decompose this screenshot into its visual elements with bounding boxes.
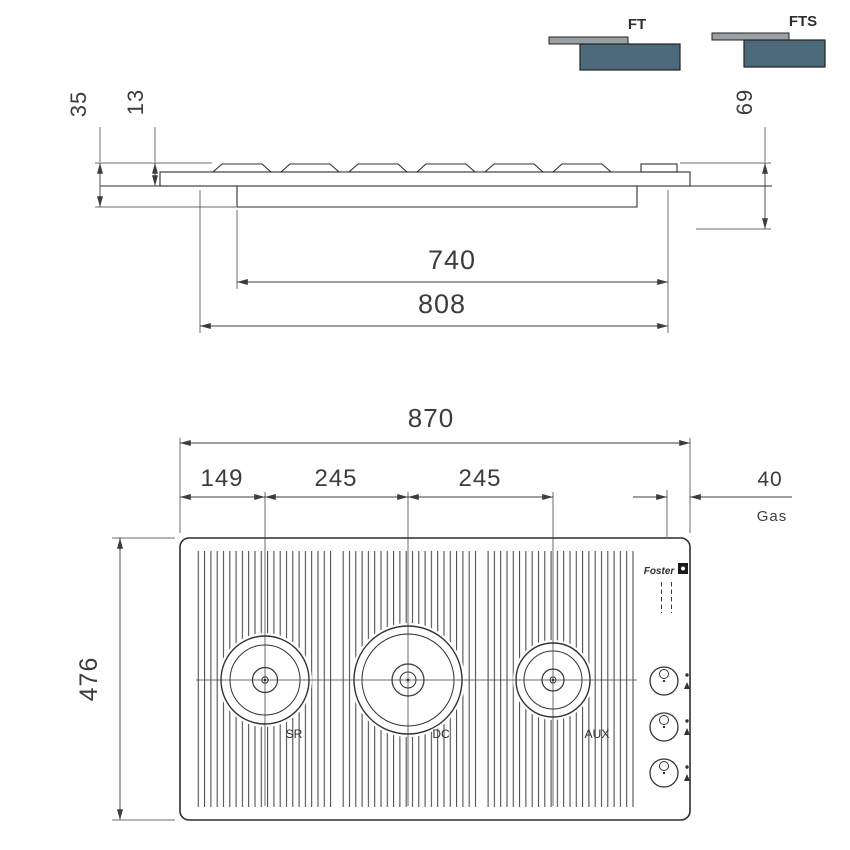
- dim-870: 870: [179, 403, 691, 533]
- foster-logo: Foster: [644, 563, 688, 577]
- flame-min-icon: [684, 682, 690, 689]
- dim-35-text: 35: [66, 91, 91, 117]
- burner-dc: DC: [353, 625, 463, 741]
- dim-40-text: 40: [757, 468, 782, 491]
- dim-35: 35: [66, 91, 236, 208]
- legend-ft-label: FT: [628, 16, 646, 33]
- gas-inlet-dashed-lines: [661, 582, 672, 613]
- dim-476: 476: [75, 537, 175, 821]
- gas-label: Gas: [757, 508, 788, 525]
- knob-1: [649, 666, 690, 696]
- burner-box-profile: [236, 186, 638, 208]
- dim-13-text: 13: [123, 89, 148, 115]
- plan-view: 870 149 245 245 40 Gas 476: [75, 403, 792, 821]
- side-view: 35 13 69 740 808: [66, 89, 772, 333]
- flame-max-icon: [685, 673, 689, 677]
- knob-3: [649, 758, 690, 788]
- burner-aux-label: AUX: [585, 727, 610, 741]
- dim-burner-centres: 149 245 245: [180, 465, 553, 500]
- dim-870-text: 870: [408, 403, 454, 433]
- brand-text: Foster: [644, 566, 676, 577]
- flame-max-icon: [685, 765, 689, 769]
- fts-worktop-bar: [711, 32, 790, 41]
- dim-808-text: 808: [418, 289, 466, 319]
- ft-hob-block: [579, 43, 681, 71]
- gas-connection-profile: [640, 163, 678, 173]
- dim-gas-offset: 40 Gas: [633, 468, 792, 537]
- hob-plate-profile: [159, 171, 691, 187]
- dim-149-text: 149: [200, 465, 243, 492]
- dim-808: 808: [199, 190, 668, 333]
- flame-min-icon: [684, 728, 690, 735]
- burner-caps-profile: [212, 163, 612, 173]
- legend-ft: FT: [548, 16, 681, 71]
- flame-min-icon: [684, 774, 690, 781]
- burner-sr-label: SR: [286, 727, 303, 741]
- dim-245b-text: 245: [458, 465, 501, 492]
- knob-2: [649, 712, 690, 742]
- legend-fts-label: FTS: [789, 13, 817, 30]
- hob-outline: [179, 537, 691, 821]
- ft-worktop-bar: [548, 36, 629, 45]
- dim-13: 13: [123, 89, 158, 186]
- dim-740: 740: [236, 190, 669, 333]
- fts-hob-block: [743, 39, 826, 68]
- dim-740-text: 740: [428, 245, 476, 275]
- burner-sr: SR: [220, 635, 310, 741]
- dim-69: 69: [680, 89, 771, 230]
- dim-476-text: 476: [75, 657, 103, 702]
- burner-aux: AUX: [515, 642, 610, 741]
- flame-max-icon: [685, 719, 689, 723]
- burner-dc-label: DC: [432, 727, 450, 741]
- dim-245a-text: 245: [314, 465, 357, 492]
- legend-fts: FTS: [711, 13, 826, 68]
- flame-mark-dot: [681, 566, 685, 571]
- dim-69-text: 69: [732, 89, 757, 115]
